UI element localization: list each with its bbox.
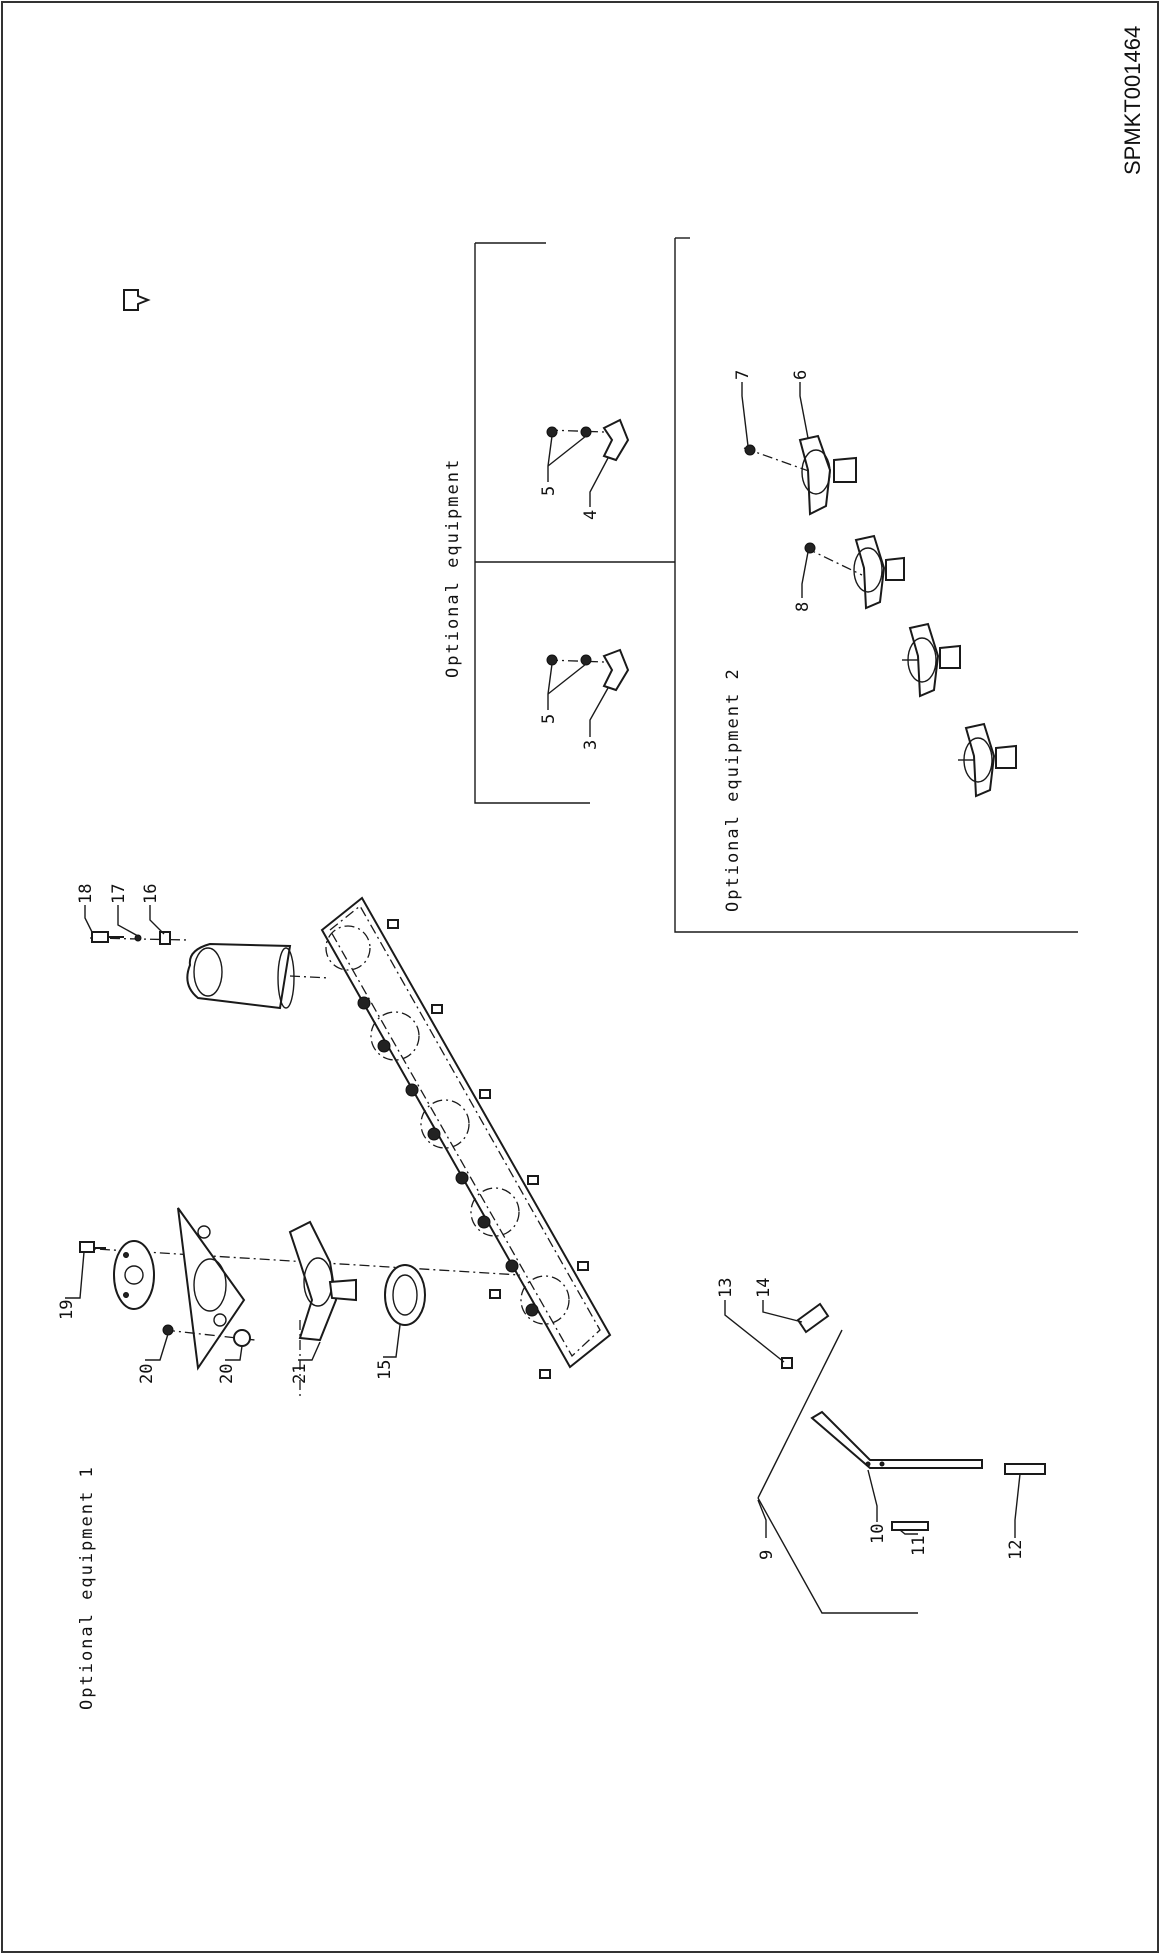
- callout-17: 17: [109, 884, 129, 904]
- bracket-8: [804, 534, 905, 610]
- callout-5-lower: 5: [539, 714, 559, 724]
- callouts: 18 17 16 19 20 20 21 15 13 14 9 10 11 12…: [57, 370, 1026, 1560]
- callout-11: 11: [909, 1536, 929, 1556]
- callout-13: 13: [716, 1278, 736, 1298]
- optional-equipment-box-upper: [474, 242, 675, 804]
- caption-optional-equipment: Optional equipment: [443, 458, 463, 678]
- sign-assembly: [757, 1302, 1046, 1614]
- callout-18: 18: [76, 884, 96, 904]
- caption-optional-equipment-1: Optional equipment 1: [77, 1465, 97, 1710]
- callout-8: 8: [793, 602, 813, 612]
- document-code: SPMKT001464: [1120, 26, 1145, 175]
- callout-20b: 20: [217, 1364, 237, 1384]
- optional-equipment-2-box: [674, 237, 1078, 933]
- callout-5-upper: 5: [539, 486, 559, 496]
- callout-3: 3: [581, 740, 601, 750]
- clamp-3: [546, 648, 630, 692]
- leader-lines: [65, 382, 1021, 1538]
- bracket-6: [743, 434, 857, 516]
- callout-14: 14: [754, 1278, 774, 1298]
- callout-15: 15: [375, 1360, 395, 1380]
- callout-21: 21: [290, 1364, 310, 1384]
- caption-optional-equipment-2: Optional equipment 2: [723, 667, 743, 912]
- gasket-15: [384, 1264, 426, 1326]
- bolt-stack-16-18: [89, 931, 189, 945]
- callout-12: 12: [1006, 1540, 1026, 1560]
- bracket-variant-b: [958, 722, 1017, 798]
- cone-cover: [186, 942, 331, 1010]
- pointer-icon: [123, 289, 151, 311]
- callout-16: 16: [141, 884, 161, 904]
- callout-9: 9: [757, 1550, 777, 1560]
- bracket-21: [288, 1220, 357, 1400]
- callout-4: 4: [581, 510, 601, 520]
- triangular-flange: [177, 1207, 246, 1371]
- callout-10: 10: [868, 1524, 888, 1544]
- callout-19: 19: [57, 1300, 77, 1320]
- clamp-4: [546, 418, 630, 462]
- callout-20a: 20: [137, 1364, 157, 1384]
- callout-7: 7: [733, 370, 753, 380]
- callout-6: 6: [791, 370, 811, 380]
- bracket-variant-a: [902, 622, 961, 698]
- manifold-plate: [320, 896, 612, 1379]
